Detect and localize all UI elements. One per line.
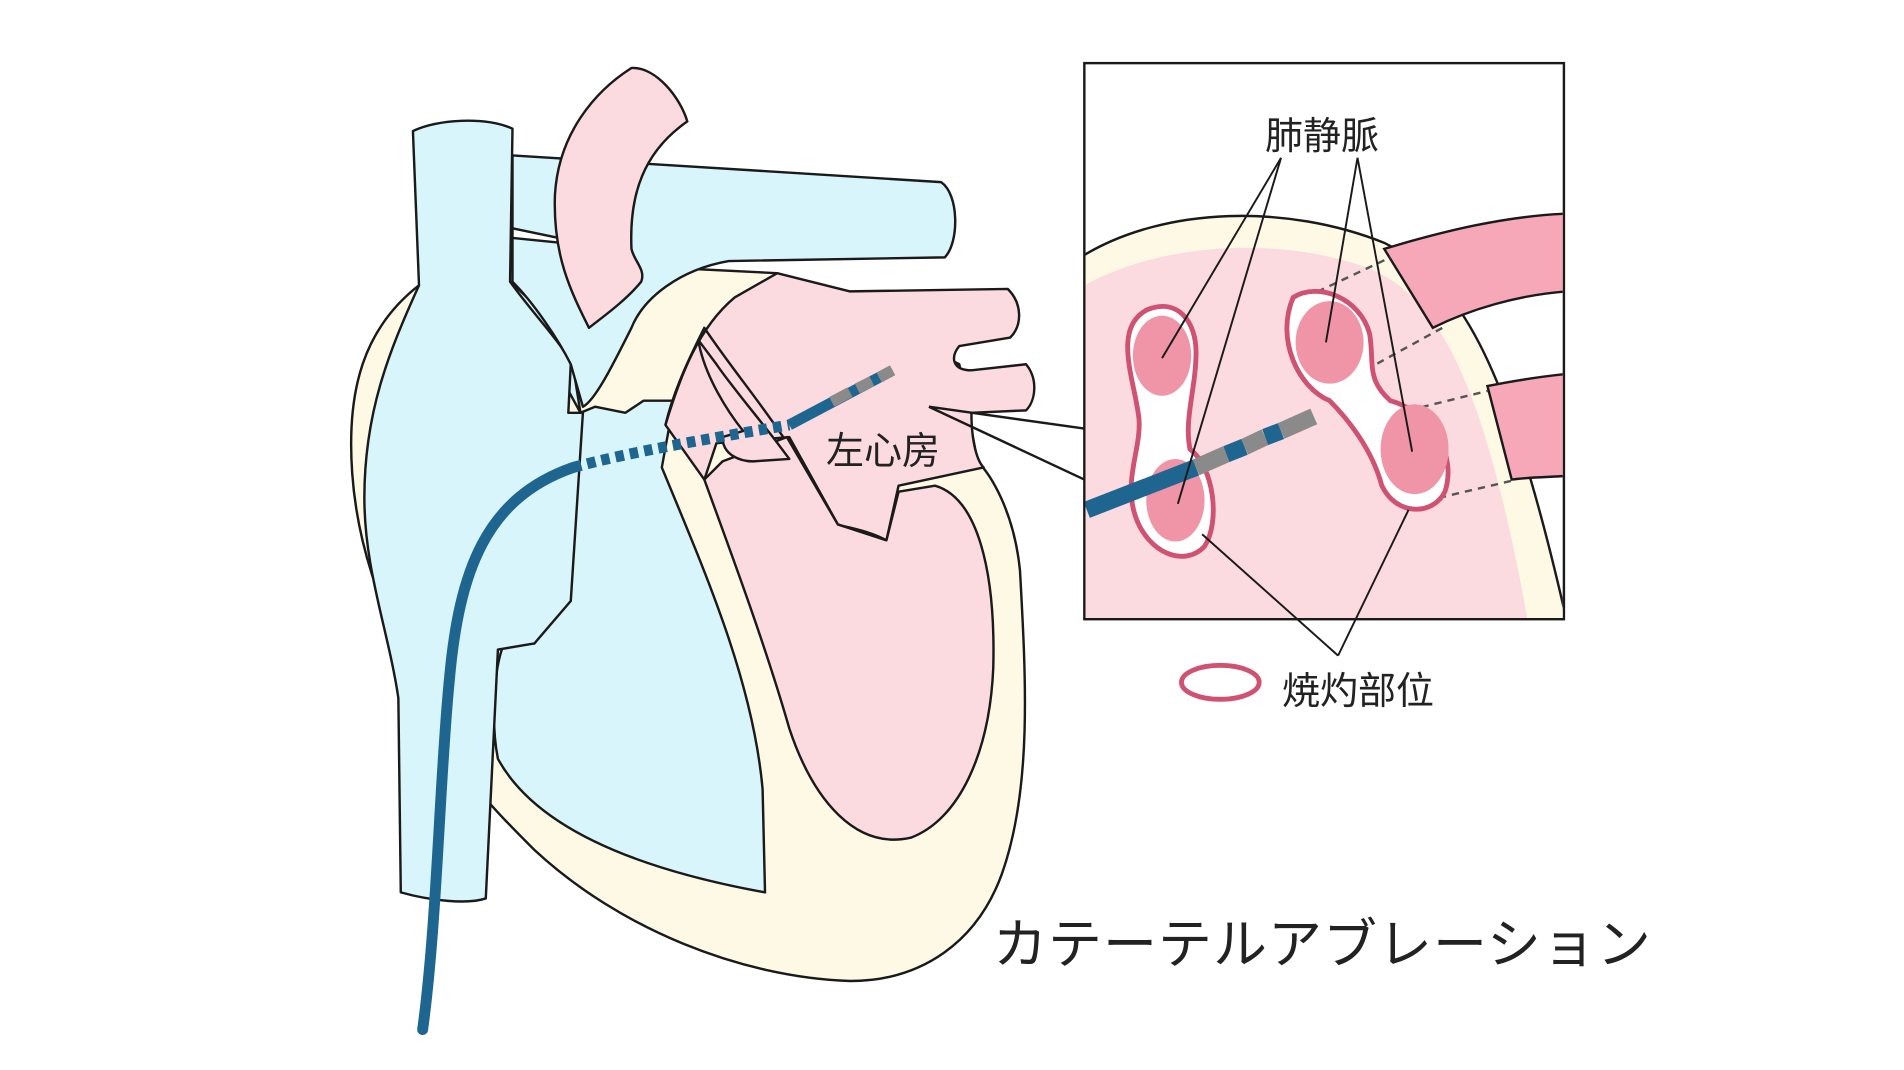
zoom-leader-top [928, 405, 1085, 430]
left-ventricle [703, 435, 995, 841]
inset-catheter-electrode-5 [1277, 408, 1318, 439]
pv-pointer-2 [1176, 157, 1282, 505]
zoom-leader-bottom [928, 405, 1085, 481]
vein-ostium-1 [1132, 315, 1192, 396]
catheter-body [417, 461, 579, 1036]
right-heart-chamber [492, 278, 767, 894]
vein-ostium-3 [1295, 301, 1364, 384]
inset-catheter-body [1085, 459, 1200, 518]
inset-catheter-electrode-2 [1223, 438, 1248, 462]
ablation-legend-ring [1179, 662, 1262, 702]
ablation-pointer-2 [1337, 509, 1410, 657]
vein-ostium-4 [1380, 404, 1449, 495]
diagram-title: カテーテルアブレーション [993, 913, 1652, 976]
pv-pointer-1 [1161, 157, 1282, 359]
ablation-site-label: 焼灼部位 [1282, 669, 1435, 713]
pulmonary-vein-tube-lower [1485, 373, 1563, 481]
left-atrium-label: 左心房 [826, 429, 941, 473]
pulmonary-vein-label: 肺静脈 [1265, 114, 1380, 158]
pv-pointer-4 [1356, 157, 1414, 452]
catheter-tip-electrode-2 [854, 376, 875, 394]
catheter-tip-electrode-3 [876, 365, 896, 383]
inset-panel [1083, 61, 1566, 621]
pulmonary-vein-tube-upper [1382, 212, 1563, 330]
catheter [417, 365, 896, 1036]
ablation-pointer-1 [1201, 533, 1339, 657]
inset-catheter-electrode-4 [1262, 423, 1285, 446]
aortic-arch [553, 66, 689, 330]
catheter-transseptal-segment [571, 419, 791, 473]
interatrial-septum [664, 326, 785, 438]
catheter-tip-electrode-1 [829, 387, 853, 407]
inset-catheter-electrode-3 [1240, 429, 1269, 455]
inset-catheter-electrode-1 [1192, 446, 1230, 476]
pv-pointer-3 [1324, 157, 1359, 343]
